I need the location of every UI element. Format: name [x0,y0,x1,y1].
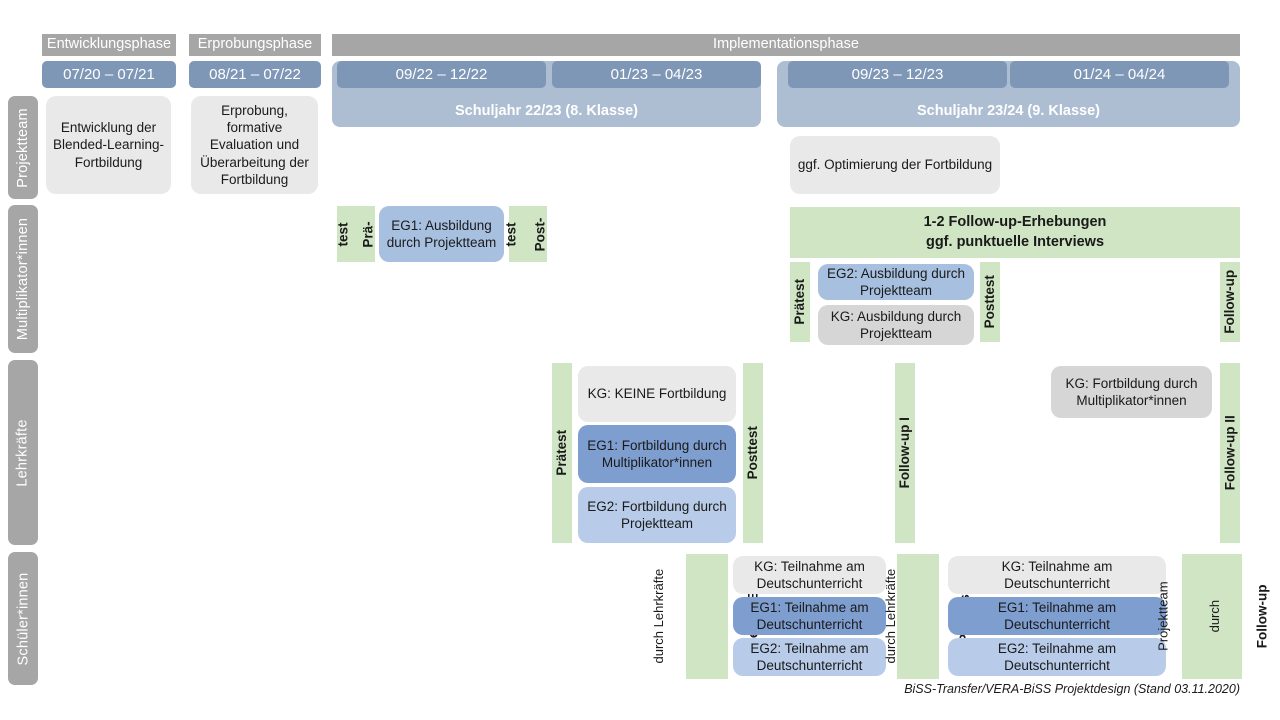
green-label: Posttest [745,426,761,480]
period-chip-6: 01/24 – 04/24 [1010,61,1229,88]
green-praetest-multiplikatoren-2: Prätest [790,262,810,342]
card-label: EG2: Ausbildung durch Projektteam [826,265,966,298]
banner-line-1: 1-2 Follow-up-Erhebungen [923,213,1107,230]
period-label: 09/23 – 12/23 [851,66,944,83]
card-label: EG1: Teilnahme am Deutschunterricht [997,599,1117,632]
green-followup-2-lehrkraefte: Follow-up II [1220,363,1240,543]
period-chip-5: 09/23 – 12/23 [788,61,1007,88]
phase-header-implementationsphase: Implementationsphase [332,34,1240,56]
posttest-line-2: test [503,221,519,247]
green-label: Follow-up [1222,270,1238,334]
card-label: KG: KEINE Fortbildung [587,386,727,402]
green-followup-erhebungen-banner: 1-2 Follow-up-Erhebungen ggf. punktuelle… [790,207,1240,258]
card-label: KG: Ausbildung durch Projektteam [830,308,962,341]
table-row-eg2-teilnahme-right: EG2: Teilnahme am Deutschunterricht [948,638,1166,676]
green-praetest-lehrkraefte: Prätest [552,363,572,543]
card-label: EG2: Teilnahme am Deutschunterricht [997,640,1117,673]
phase-header-label: Implementationsphase [713,36,859,53]
card-label: Erprobung, formative Evaluation und Über… [200,102,309,187]
card-label: KG: Teilnahme am Deutschunterricht [1001,558,1113,591]
green-label: Follow-up II [1222,415,1238,491]
table-row-eg1-teilnahme-left: EG1: Teilnahme am Deutschunterricht [733,597,886,635]
card-entwicklung-fortbildung: Entwicklung der Blended-Learning-Fortbil… [46,96,171,194]
table-row-kg-teilnahme-right: KG: Teilnahme am Deutschunterricht [948,556,1166,594]
green-label: Prätest [792,279,808,325]
row-label-multiplikatoren: Multiplikator*innen [8,205,38,353]
card-label: EG2: Teilnahme am Deutschunterricht [750,640,869,673]
praetest-vera-sub: durch Lehrkräfte [650,569,666,664]
green-label: Posttest [982,275,998,329]
card-eg2-ausbildung-projektteam: EG2: Ausbildung durch Projektteam [818,264,974,300]
row-label-text: Multiplikator*innen [15,217,31,341]
phase-header-label: Erprobungsphase [197,36,313,53]
row-label-lehrkraefte: Lehrkräfte [8,360,38,545]
card-label: EG1: Fortbildung durch Multiplikator*inn… [587,437,727,470]
green-followup-1-lehrkraefte: Follow-up I [895,363,915,543]
card-label: KG: Teilnahme am Deutschunterricht [754,558,865,591]
posttest-line-1: Post- [532,217,548,251]
card-erprobung-evaluation: Erprobung, formative Evaluation und Über… [191,96,318,194]
green-praetest-multiplikatoren: Prä- test [335,206,376,262]
posttest-sub: durch Lehrkräfte [883,569,899,664]
praetest-line-2: test [335,221,351,247]
green-label: Prätest [554,430,570,476]
table-row-eg1-teilnahme-right: EG1: Teilnahme am Deutschunterricht [948,597,1166,635]
green-posttest-multiplikatoren: Post- test [504,206,548,262]
card-eg1-ausbildung-projektteam: EG1: Ausbildung durch Projektteam [379,206,504,262]
row-label-text: Schüler*innen [15,572,32,665]
green-label: Follow-up I [897,417,913,489]
period-label: 08/21 – 07/22 [209,66,301,83]
green-posttest-lehrkraefte: Posttest [743,363,763,543]
card-label: EG1: Ausbildung durch Projektteam [386,217,497,250]
period-chip-3: 09/22 – 12/22 [337,61,546,88]
card-label: ggf. Optimierung der Fortbildung [797,157,993,173]
card-label: EG2: Fortbildung durch Projektteam [587,498,727,531]
banner-line-2: ggf. punktuelle Interviews [925,233,1105,250]
green-followup-schueler: Follow-up durch Projektteam [1156,554,1270,679]
followup-title: Follow-up [1254,584,1270,649]
followup-sub-1: durch [1206,600,1222,633]
phase-header-label: Entwicklungsphase [46,36,172,53]
phase-header-entwicklungsphase: Entwicklungsphase [42,34,176,56]
card-label: EG1: Teilnahme am Deutschunterricht [750,599,869,632]
card-label: KG: Fortbildung durch Multiplikator*inne… [1065,375,1198,408]
green-followup-multiplikatoren: Follow-up [1220,262,1240,342]
period-label: 01/23 – 04/23 [610,66,703,83]
row-label-schueler: Schüler*innen [8,552,38,685]
praetest-line-1: Prä- [360,220,376,248]
card-kg-keine-fortbildung: KG: KEINE Fortbildung [578,366,736,422]
period-chip-2: 08/21 – 07/22 [189,61,321,88]
phase-header-erprobungsphase: Erprobungsphase [189,34,321,56]
card-kg-ausbildung-projektteam: KG: Ausbildung durch Projektteam [818,305,974,345]
period-chip-1: 07/20 – 07/21 [42,61,176,88]
period-chip-4: 01/23 – 04/23 [552,61,761,88]
row-label-projektteam: Projektteam [8,96,38,199]
followup-sub-2: Projektteam [1155,581,1171,652]
footer-source-note: BiSS-Transfer/VERA-BiSS Projektdesign (S… [700,682,1240,700]
green-posttest-schueler: Posttest durch Lehrkräfte [883,554,972,679]
card-kg-fortbildung-multiplikatoren: KG: Fortbildung durch Multiplikator*inne… [1051,366,1212,418]
card-eg1-fortbildung-multiplikatoren: EG1: Fortbildung durch Multiplikator*inn… [578,425,736,483]
schoolyear-label: Schuljahr 22/23 (8. Klasse) [455,103,638,119]
card-optimierung-fortbildung: ggf. Optimierung der Fortbildung [790,136,1000,194]
table-row-kg-teilnahme-left: KG: Teilnahme am Deutschunterricht [733,556,886,594]
green-posttest-multiplikatoren-2: Posttest [980,262,1000,342]
schoolyear-label: Schuljahr 23/24 (9. Klasse) [917,103,1100,119]
footer-note-text: BiSS-Transfer/VERA-BiSS Projektdesign (S… [904,682,1240,696]
card-eg2-fortbildung-projektteam: EG2: Fortbildung durch Projektteam [578,487,736,543]
row-label-text: Lehrkräfte [15,418,32,487]
period-label: 07/20 – 07/21 [63,66,155,83]
green-praetest-vera-schueler: Prätest (VERA) durch Lehrkräfte [651,554,761,679]
row-label-text: Projektteam [15,107,32,188]
table-row-eg2-teilnahme-left: EG2: Teilnahme am Deutschunterricht [733,638,886,676]
period-label: 01/24 – 04/24 [1073,66,1166,83]
card-label: Entwicklung der Blended-Learning-Fortbil… [52,120,165,170]
period-label: 09/22 – 12/22 [395,66,488,83]
